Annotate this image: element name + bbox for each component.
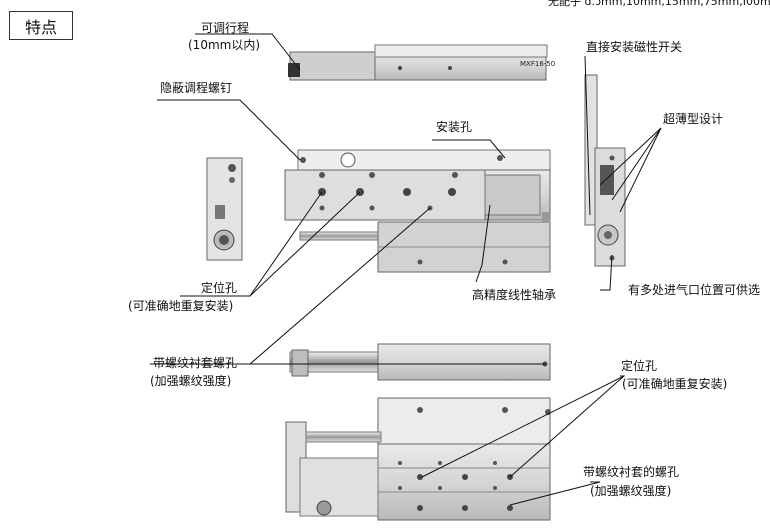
label-threaded-insert-hole-1-note: (加强螺纹强度): [150, 374, 232, 388]
label-direct-mount-switch: 直接安装磁性开关: [586, 40, 683, 54]
label-adjustable-stroke: 可调行程: [201, 21, 250, 35]
middle-slide-image: [289, 343, 551, 381]
label-threaded-insert-hole-2-note: (加强螺纹强度): [590, 484, 672, 498]
label-positioning-hole-2: 定位孔: [621, 359, 658, 373]
label-mounting-hole: 安装孔: [436, 120, 473, 134]
label-positioning-hole-1: 定位孔: [201, 281, 238, 295]
label-positioning-hole-2-note: (可准确地重复安装): [622, 377, 728, 391]
label-adjustable-stroke-range: (10mm以内): [188, 38, 261, 52]
label-hidden-adjust-screw: 隐蔽调程螺钉: [160, 81, 233, 95]
product-marking: MXF16-50: [520, 60, 555, 68]
label-ultra-thin-design: 超薄型设计: [663, 112, 724, 126]
label-multiple-air-ports: 有多处进气口位置可供选: [628, 283, 761, 297]
top-slide-image: MXF16-50: [288, 44, 555, 81]
section-title: 特点: [9, 11, 73, 40]
label-positioning-hole-1-note: (可准确地重复安装): [128, 299, 234, 313]
top-cut-text: 无配子 ɑ.ɔmm,10mm,15mm,75mm,Ⅰ00mm: [548, 0, 770, 8]
end-view-image: [206, 157, 243, 261]
main-slide-image: [284, 149, 551, 273]
label-threaded-insert-hole-1: 带螺纹衬套螺孔: [153, 356, 238, 370]
bottom-slide-image: [285, 397, 551, 521]
side-view-image: [584, 74, 626, 267]
label-threaded-insert-hole-2: 带螺纹衬套的螺孔: [583, 465, 680, 479]
label-precision-linear-bearing: 高精度线性轴承: [472, 288, 557, 302]
leader-lines: [150, 33, 662, 506]
